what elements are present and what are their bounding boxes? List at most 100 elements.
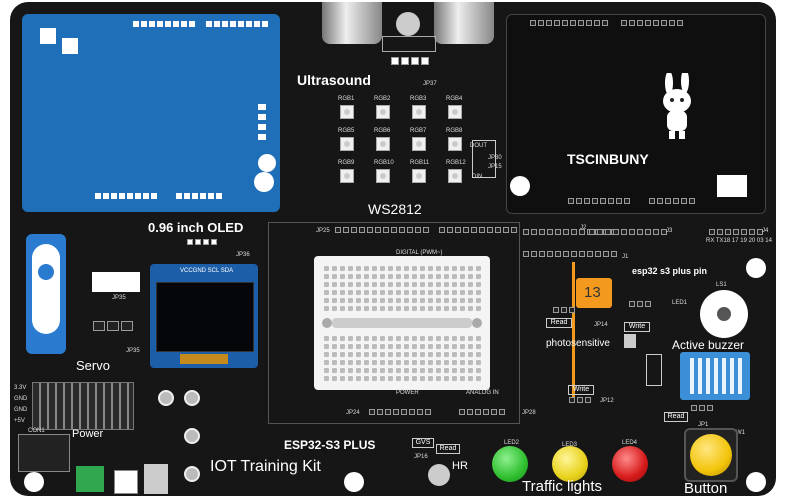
breadboard-hole [475,297,481,303]
push-button-cap[interactable] [690,434,732,476]
breadboard-hole [371,367,377,373]
ultrasonic-crystal [396,12,420,36]
breadboard-hole [435,281,441,287]
button-read-box: Read [664,412,688,422]
breadboard-hole [323,273,329,279]
buzzer-header [628,300,652,308]
capacitor [184,428,200,444]
breadboard-hole [475,281,481,287]
breadboard-hole [339,297,345,303]
breadboard-hole [435,343,441,349]
ws2812-led-chip [448,137,462,151]
breadboard-hole [347,335,353,341]
breadboard-hole [323,351,329,357]
ws2812-led-chip [376,169,390,183]
breadboard-hole [395,265,401,271]
digital-header-2 [438,226,518,234]
breadboard-hole [371,289,377,295]
breadboard-hole [443,367,449,373]
breadboard-hole [347,351,353,357]
mounting-hole [746,258,766,278]
rail-label-5v: +5V [14,418,25,424]
j2-label: J2 [580,225,587,231]
pin-title: esp32 s3 plus pin [632,266,708,276]
breadboard-hole [395,335,401,341]
breadboard-hole [467,305,473,311]
breadboard-hole [411,305,417,311]
breadboard-hole [411,281,417,287]
breadboard-hole [411,351,417,357]
push-button[interactable] [684,428,738,482]
breadboard-hole [419,289,425,295]
servo-motor [26,234,66,354]
active-buzzer [700,290,748,338]
potentiometer[interactable] [428,464,450,486]
breadboard-hole [435,273,441,279]
analog-in-label: ANALOG IN [466,390,499,396]
breadboard-hole [395,375,401,381]
ws2812-led-chip [412,105,426,119]
led3-label: LED3 [562,442,578,448]
breadboard-hole [379,335,385,341]
breadboard-hole [379,305,385,311]
ultrasonic-sensor [320,2,500,52]
breadboard-hole [475,273,481,279]
led2-label: LED2 [504,440,520,446]
mounting-hole [344,472,364,492]
breadboard-hole [403,367,409,373]
breadboard-hole [355,335,361,341]
traffic-light-green [492,446,528,482]
breadboard-hole [435,297,441,303]
breadboard-hole [443,289,449,295]
breadboard-hole [355,265,361,271]
con1-label: CON1 [28,428,45,434]
buzzer-write-box: Write [624,322,650,332]
breadboard-hole [419,305,425,311]
breadboard-hole [451,351,457,357]
rail-label-3v3: 3.3V [14,385,27,391]
ws2812-led-label: RGB5 [338,128,355,134]
breadboard-hole [467,289,473,295]
active-buzzer-label: Active buzzer [672,338,745,352]
breadboard-hole [427,273,433,279]
breadboard-hole [459,289,465,295]
ws2812-led-chip [412,137,426,151]
breadboard-hole [419,375,425,381]
ls1-label: LS1 [716,282,727,288]
breadboard-hole [331,265,337,271]
breadboard-hole [419,359,425,365]
breadboard-hole [435,367,441,373]
breadboard-hole [467,367,473,373]
breadboard-hole [347,281,353,287]
breadboard-frame [268,222,520,424]
breadboard-hole [459,351,465,357]
breadboard-hole [467,273,473,279]
ultrasonic-transducer-right [434,2,494,44]
breadboard-hole [363,289,369,295]
breadboard-divider [332,318,472,328]
breadboard-hole [403,273,409,279]
breadboard-hole [475,359,481,365]
shield-top-pins [132,20,269,28]
breadboard-hole [363,305,369,311]
breadboard-hole [435,375,441,381]
hr-header-box: GVS [412,438,434,448]
breadboard-hole [387,335,393,341]
breadboard-hole [355,289,361,295]
breadboard-hole [427,375,433,381]
breadboard-hole [347,343,353,349]
breadboard-hole [451,273,457,279]
breadboard-hole [323,297,329,303]
breadboard-hole [443,335,449,341]
breadboard-hole [403,289,409,295]
breadboard-hole [403,297,409,303]
ws2812-led: RGB5 [334,128,364,158]
led4-label: LED4 [622,440,638,446]
ws2812-led-chip [340,169,354,183]
breadboard-hole [355,297,361,303]
breadboard-hole [475,289,481,295]
breadboard-hole [387,359,393,365]
breadboard-hole [427,359,433,365]
power-switch[interactable] [114,470,138,494]
breadboard-hole [427,351,433,357]
